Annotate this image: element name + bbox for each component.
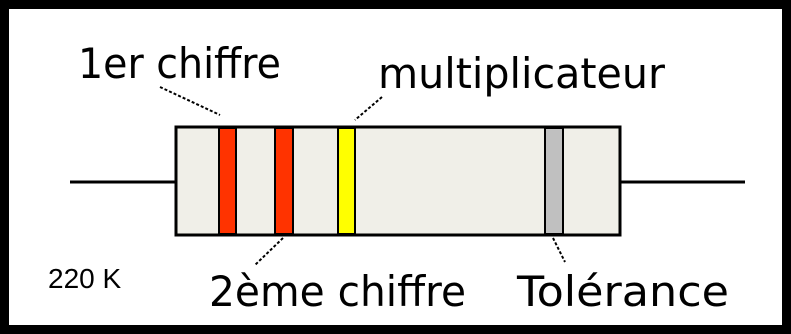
band-second-digit bbox=[274, 127, 294, 235]
leader-second-digit bbox=[254, 237, 284, 266]
resistance-value: 220 K bbox=[48, 263, 121, 294]
leader-tolerance bbox=[552, 237, 566, 263]
label-multiplier: multiplicateur bbox=[378, 49, 666, 98]
band-tolerance bbox=[544, 127, 564, 235]
label-first-digit: 1er chiffre bbox=[78, 39, 281, 88]
leader-multiplier bbox=[354, 96, 383, 121]
band-first-digit bbox=[218, 127, 237, 235]
label-second-digit: 2ème chiffre bbox=[209, 267, 466, 316]
label-tolerance: Tolérance bbox=[516, 267, 729, 316]
band-multiplier bbox=[337, 127, 356, 235]
leader-first-digit bbox=[159, 86, 221, 116]
